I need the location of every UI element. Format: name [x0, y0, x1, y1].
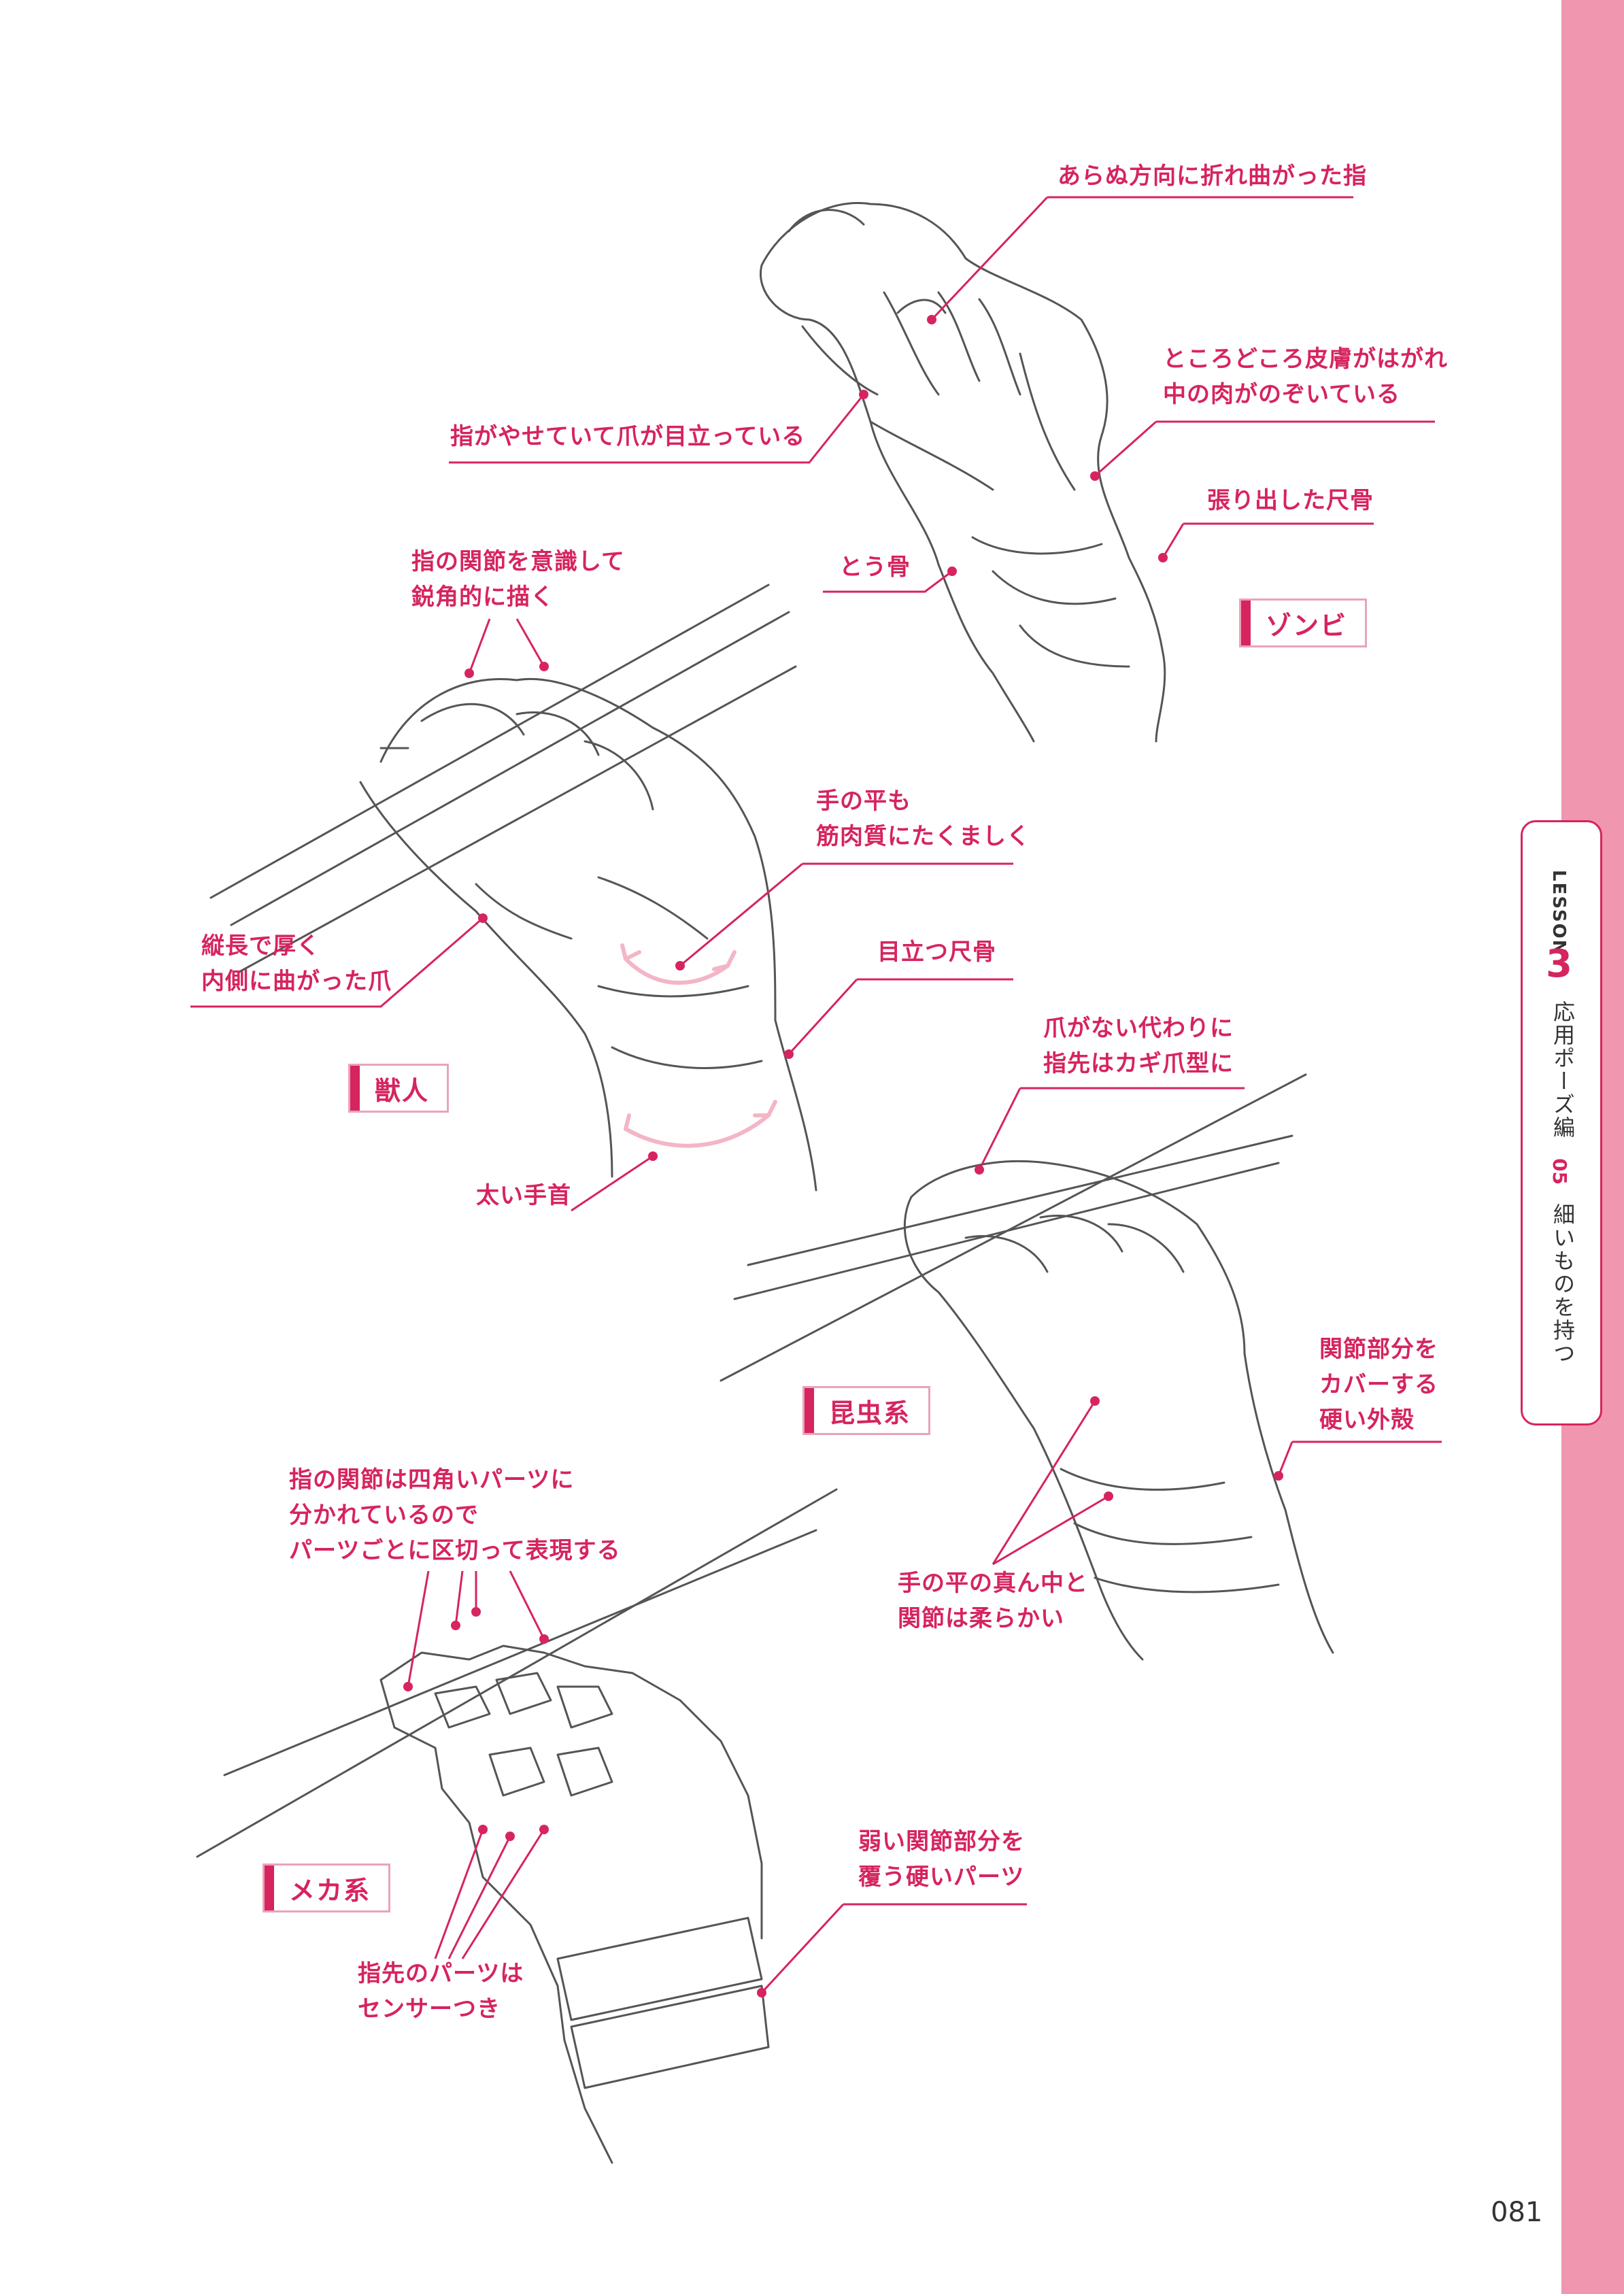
leader-beast-claws: [190, 917, 484, 1008]
label-beast-claws: 縦長で厚く 内側に曲がった爪: [201, 932, 392, 995]
lesson-number: 3: [1546, 942, 1572, 986]
label-insect-shell: 関節部分を カバーする 硬い外殻: [1319, 1336, 1438, 1434]
badge-zombie-text: ゾンビ: [1266, 610, 1348, 641]
label-zombie-skin-peeled: ところどころ皮膚がはがれ 中の肉がのぞいている: [1163, 345, 1448, 408]
mecha-hand-sketch: [196, 1488, 838, 2164]
badge-accent-bar: [265, 1866, 274, 1910]
label-mecha-joints: 指の関節は四角いパーツに 分かれているので パーツごとに区切って表現する: [289, 1466, 621, 1564]
leader-zombie-radius: [823, 570, 953, 593]
lesson-tab: LESSON 3 応用ポーズ編 05 細いものを持つ: [1521, 820, 1602, 1426]
sub-title: 細いものを持つ: [1550, 1203, 1576, 1365]
badge-accent-bar: [350, 1066, 360, 1111]
label-mecha-weak-joint: 弱い関節部分を 覆う硬いパーツ: [858, 1828, 1025, 1891]
leader-mecha-sensor: [434, 1829, 545, 1959]
label-insect-claw: 爪がない代わりに 指先はカギ爪型に: [1043, 1015, 1234, 1077]
leader-beast-palm: [679, 862, 1013, 967]
insect-hand-sketch: [720, 1073, 1334, 1661]
badge-accent-bar: [805, 1388, 814, 1433]
leader-insect-soft: [992, 1400, 1109, 1566]
badge-insect-text: 昆虫系: [829, 1398, 911, 1428]
leader-mecha-joints: [407, 1570, 545, 1687]
label-insect-soft: 手の平の真ん中と 関節は柔らかい: [898, 1570, 1088, 1632]
badge-zombie: ゾンビ: [1239, 598, 1368, 647]
label-beast-wrist: 太い手首: [476, 1182, 571, 1209]
beast-hand-sketch: [209, 584, 817, 1192]
badge-beast-text: 獣人: [375, 1075, 430, 1106]
badge-insect: 昆虫系: [802, 1386, 931, 1435]
label-beast-joints: 指の関節を意識して 鋭角的に描く: [411, 548, 625, 611]
leader-zombie-broken-finger: [930, 196, 1353, 321]
leader-mecha-weak-joint: [760, 1903, 1027, 1994]
label-beast-ulna: 目立つ尺骨: [877, 939, 996, 966]
badge-accent-bar: [1241, 601, 1251, 645]
sub-number: 05: [1549, 1158, 1571, 1185]
leader-insect-shell: [1277, 1440, 1442, 1477]
section-title: 応用ポーズ編: [1550, 1000, 1576, 1139]
leader-zombie-ulna: [1162, 522, 1374, 558]
leader-insect-claw: [978, 1087, 1245, 1170]
leader-beast-wrist: [571, 1155, 654, 1212]
leader-zombie-skin-peeled: [1094, 420, 1435, 477]
badge-beast: 獣人: [348, 1064, 450, 1113]
label-zombie-broken-finger: あらぬ方向に折れ曲がった指: [1058, 163, 1367, 190]
label-zombie-radius: とう骨: [839, 554, 911, 581]
label-zombie-ulna: 張り出した尺骨: [1207, 487, 1374, 514]
leader-zombie-thin-fingers: [449, 394, 865, 464]
badge-mecha-text: メカ系: [289, 1875, 371, 1906]
page-number: 081: [1491, 2197, 1543, 2228]
label-beast-palm: 手の平も 筋肉質にたくましく: [816, 788, 1030, 850]
lesson-word: LESSON: [1549, 870, 1569, 956]
label-mecha-sensor: 指先のパーツは センサーつき: [358, 1960, 524, 2023]
zombie-hand-sketch: [760, 202, 1166, 743]
leader-beast-joints: [468, 618, 545, 674]
badge-mecha: メカ系: [263, 1863, 391, 1912]
label-zombie-thin-fingers: 指がやせていて爪が目立っている: [450, 423, 806, 450]
leader-beast-ulna: [788, 978, 1013, 1056]
